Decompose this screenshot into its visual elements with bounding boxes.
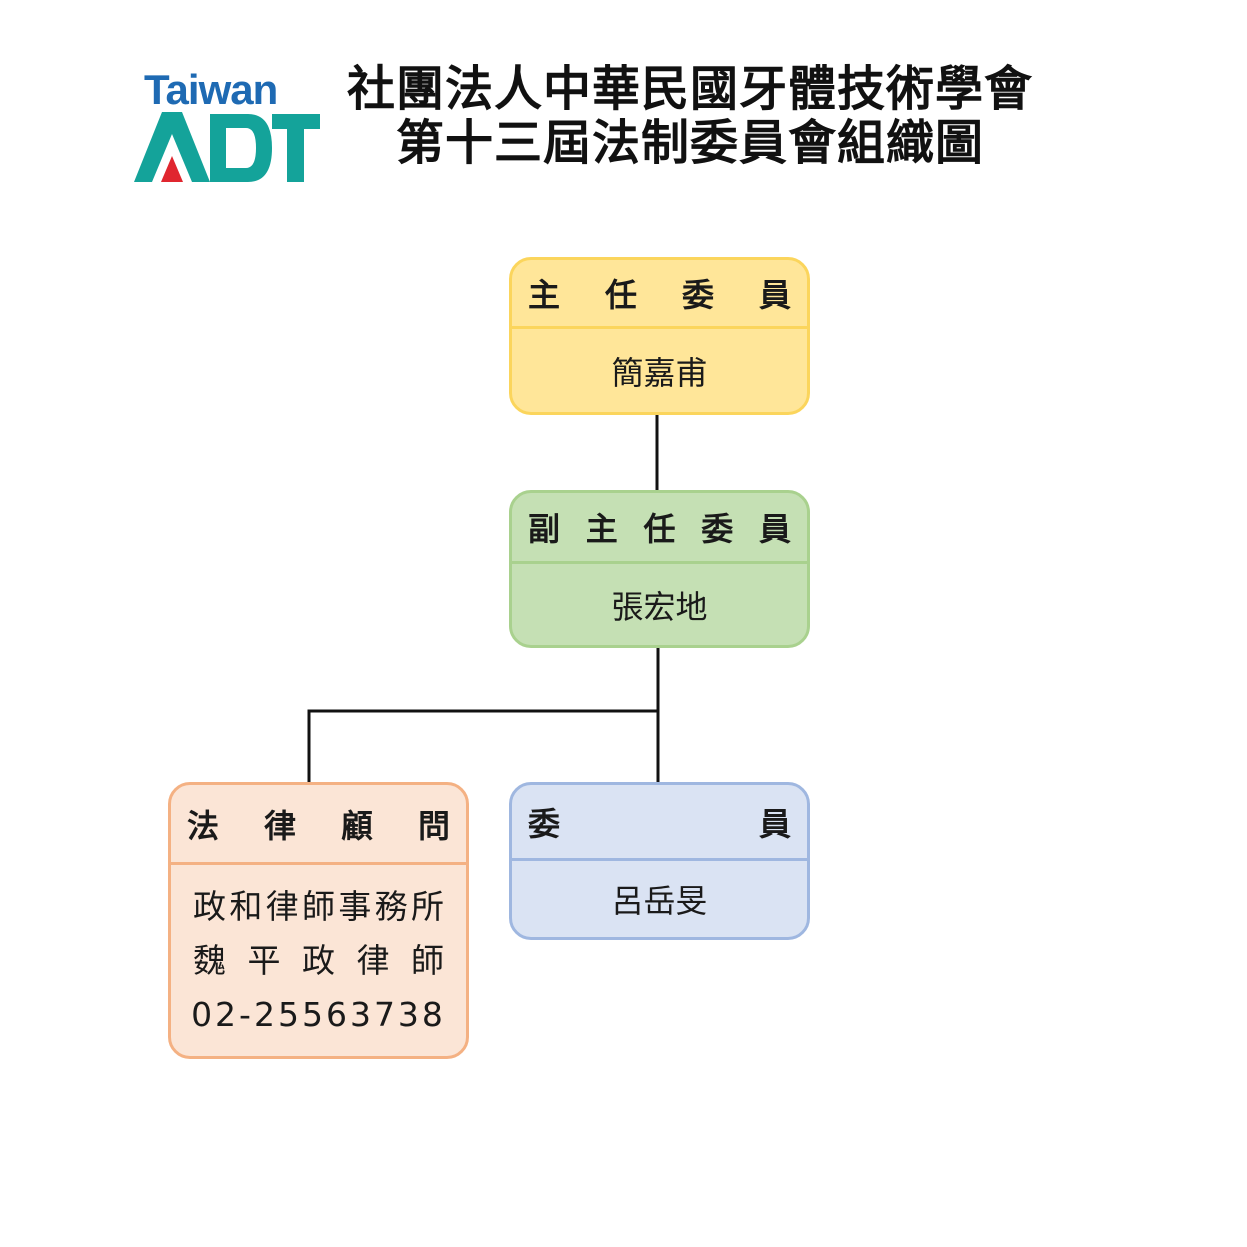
title-line-committee: 第十三屆法制委員會組織圖 bbox=[395, 115, 984, 171]
legal-advisor-box: 法 律 顧 問 政 和 律 師 事 務 所 魏 平 政 律 師 02-25563… bbox=[168, 782, 469, 1059]
connector-vice-legal bbox=[307, 709, 657, 782]
chair-name: 簡嘉甫 bbox=[611, 353, 708, 392]
legal-advisor-firm: 政 和 律 師 事 務 所 bbox=[193, 886, 444, 926]
page-title: 社團法人中華民國牙體技術學會 第十三屆法制委員會組織圖 bbox=[330, 62, 1050, 170]
logo-wordmark: Taiwan bbox=[144, 66, 278, 113]
vice-chair-name: 張宏地 bbox=[611, 587, 708, 626]
legal-advisor-lawyer: 魏 平 政 律 師 bbox=[193, 940, 444, 980]
chair-role-label: 主 任 委 員 bbox=[512, 260, 807, 329]
legal-advisor-role-label: 法 律 顧 問 bbox=[171, 785, 466, 865]
taiwan-adt-logo: Taiwan bbox=[130, 66, 322, 184]
member-role-label: 委 員 bbox=[512, 785, 807, 861]
member-box: 委 員 呂岳旻 bbox=[509, 782, 810, 940]
member-name: 呂岳旻 bbox=[611, 882, 708, 920]
title-line-association: 社團法人中華民國牙體技術學會 bbox=[346, 61, 1033, 117]
legal-advisor-details: 政 和 律 師 事 務 所 魏 平 政 律 師 02-25563738 bbox=[171, 865, 466, 1056]
adt-logo-mark bbox=[134, 112, 320, 182]
legal-advisor-phone: 02-25563738 bbox=[191, 994, 446, 1034]
vice-chair-box: 副 主 任 委 員 張宏地 bbox=[509, 490, 810, 648]
vice-chair-role-label: 副 主 任 委 員 bbox=[512, 493, 807, 564]
chair-box: 主 任 委 員 簡嘉甫 bbox=[509, 257, 810, 415]
